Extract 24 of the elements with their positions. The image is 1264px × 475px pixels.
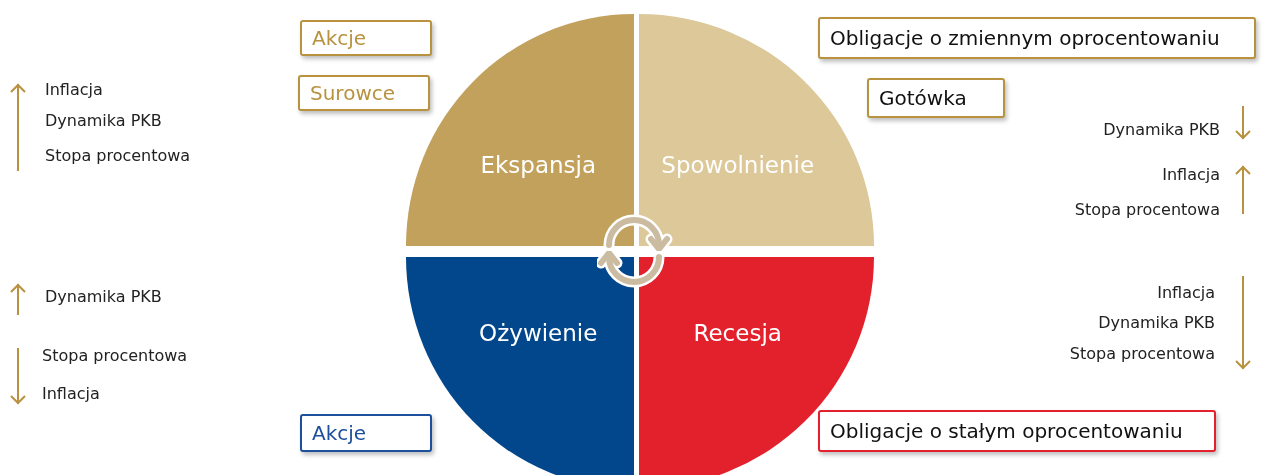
indicator-label: Inflacja: [1162, 165, 1220, 184]
indicator-label: Dynamika PKB: [1098, 313, 1215, 332]
asset-box: Akcje: [300, 414, 432, 452]
indicator-label: Stopa procentowa: [45, 146, 191, 165]
indicator-label: Stopa procentowa: [1069, 344, 1215, 363]
indicator-label: Inflacja: [45, 80, 103, 99]
indicator-label: Inflacja: [42, 384, 100, 403]
indicator-label: Stopa procentowa: [42, 346, 188, 365]
indicator-label: Stopa procentowa: [1074, 200, 1220, 219]
asset-box: Gotówka: [867, 78, 1005, 118]
asset-box: Obligacje o stałym oprocentowaniu: [818, 410, 1216, 452]
asset-box: Surowce: [298, 75, 430, 111]
indicator-label: Dynamika PKB: [45, 111, 162, 130]
phase-name: Spowolnienie: [661, 151, 815, 178]
phase-name: Recesja: [693, 320, 782, 347]
indicator-label: Dynamika PKB: [1103, 120, 1220, 139]
asset-box: Obligacje o zmiennym oprocentowaniu: [818, 17, 1256, 59]
phase-quadrant: [406, 257, 634, 475]
phase-name: Ekspansja: [480, 151, 596, 178]
phase-quadrant: [406, 14, 634, 246]
indicator-label: Inflacja: [1157, 283, 1215, 302]
indicator-label: Dynamika PKB: [45, 287, 162, 306]
phase-name: Ożywienie: [479, 320, 598, 347]
asset-box: Akcje: [300, 20, 432, 56]
